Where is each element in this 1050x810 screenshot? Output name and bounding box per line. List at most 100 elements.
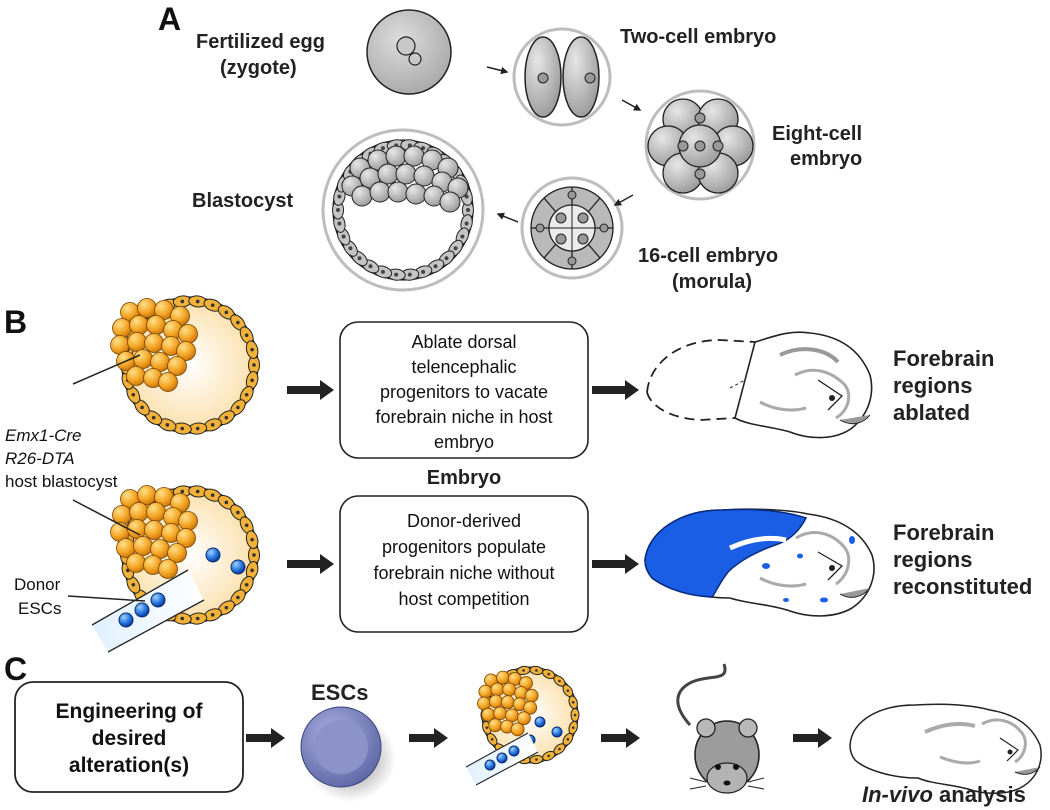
panel-a-arrows	[486, 66, 642, 223]
inner-cell-mass-cell	[439, 191, 461, 213]
zygote-label-1: Fertilized egg	[196, 31, 325, 53]
result-ablated-1: Forebrain	[893, 346, 994, 371]
donor-leader-line	[67, 595, 146, 602]
inner-cell-mass-cell	[387, 181, 409, 203]
brain-ablated-illustration	[646, 331, 873, 439]
morula-label-1: 16-cell embryo	[638, 245, 778, 267]
analysis-text: analysis	[933, 782, 1026, 807]
inner-cell-mass-cell	[403, 145, 425, 167]
ablation-text-2: telencephalic	[411, 357, 516, 377]
inner-cell-mass-cell	[385, 145, 407, 167]
panel-b-arrows	[287, 380, 639, 574]
engineering-text-3: alteration(s)	[69, 754, 189, 777]
inner-cell-mass-cell	[176, 341, 196, 361]
ablation-text-3: progenitors to vacate	[380, 382, 548, 402]
trophectoderm-nucleus	[236, 595, 240, 600]
inner-cell-mass-cell	[137, 485, 157, 505]
trophectoderm-nucleus	[244, 582, 249, 587]
trophectoderm-nucleus	[573, 713, 577, 717]
engineering-text-2: desired	[92, 727, 167, 750]
trophectoderm-nucleus	[224, 310, 229, 315]
repopulation-text-3: forebrain niche without	[373, 563, 554, 583]
inner-cell-mass-cell	[488, 694, 503, 709]
injection-pipette	[91, 569, 205, 653]
trophectoderm-nucleus	[535, 669, 538, 672]
trophectoderm-nucleus	[357, 256, 362, 261]
inner-cell-mass-cell	[351, 185, 373, 207]
trophectoderm-nucleus	[535, 758, 538, 761]
trophectoderm-nucleus	[464, 221, 469, 226]
host-label-1: Emx1-Cre	[5, 426, 82, 445]
trophectoderm-nucleus	[210, 613, 215, 617]
trophectoderm-nucleus	[250, 568, 254, 573]
inner-cell-mass-cell	[133, 349, 153, 369]
trophectoderm-nucleus	[180, 299, 185, 304]
trophectoderm-nucleus	[195, 426, 200, 431]
trophectoderm-nucleus	[336, 208, 340, 212]
trophectoderm-nucleus	[558, 679, 561, 683]
eight-cell-label-1: Eight-cell	[772, 123, 862, 145]
result-ablated-3: ablated	[893, 400, 970, 425]
two-cell-embryo-illustration	[512, 27, 612, 127]
inner-cell-mass-cell	[137, 298, 157, 318]
morula-illustration	[520, 176, 624, 280]
morula-label-2: (morula)	[672, 271, 752, 293]
trophectoderm-nucleus	[571, 701, 575, 704]
trophectoderm-nucleus	[566, 689, 570, 692]
zygote-label-2: (zygote)	[220, 57, 297, 79]
trophectoderm-nucleus	[165, 423, 170, 427]
brain-analysis-illustration	[849, 703, 1042, 794]
trophectoderm-nucleus	[244, 392, 249, 397]
trophectoderm-nucleus	[547, 672, 550, 676]
trophectoderm-nucleus	[453, 246, 458, 251]
trophectoderm-nucleus	[464, 194, 469, 199]
trophectoderm-nucleus	[571, 726, 575, 729]
inner-cell-mass-cell	[176, 528, 196, 548]
trophectoderm-nucleus	[460, 234, 465, 239]
trophectoderm-nucleus	[485, 726, 489, 729]
ablation-text-4: forebrain niche in host	[375, 407, 552, 427]
trophectoderm-nucleus	[180, 616, 185, 621]
inner-cell-mass-cell	[395, 163, 417, 185]
inner-cell-mass-cell	[167, 543, 187, 563]
inner-cell-mass-cell	[127, 519, 147, 539]
engineering-box	[14, 681, 244, 793]
host-label-3: host blastocyst	[5, 472, 118, 491]
inner-cell-mass-cell	[126, 553, 146, 573]
trophectoderm-nucleus	[380, 146, 385, 151]
inner-cell-mass-cell	[478, 684, 493, 699]
blastocyst-illustration	[321, 128, 485, 292]
trophectoderm-nucleus	[131, 392, 136, 397]
panel-b-letter: B	[4, 304, 27, 340]
trophectoderm-nucleus	[250, 378, 254, 383]
inner-cell-mass-cell	[167, 356, 187, 376]
eight-cell-embryo-illustration	[644, 89, 756, 201]
inner-cell-mass-cell	[413, 165, 435, 187]
repopulation-box	[339, 495, 589, 633]
inner-cell-mass-cell	[517, 711, 531, 726]
trophectoderm-nucleus	[244, 523, 249, 528]
result-reconstituted-3: reconstituted	[893, 574, 1032, 599]
trophectoderm-nucleus	[210, 303, 215, 307]
trophectoderm-nucleus	[380, 269, 385, 274]
trophectoderm-nucleus	[151, 415, 156, 420]
trophectoderm-nucleus	[236, 510, 240, 515]
inner-cell-mass-cell	[127, 332, 147, 352]
inner-cell-mass-cell	[158, 559, 178, 579]
panel-c-arrows	[246, 728, 832, 748]
trophectoderm-nucleus	[407, 272, 412, 277]
trophectoderm-nucleus	[466, 208, 470, 212]
trophectoderm-nucleus	[341, 234, 346, 239]
repopulation-text-1: Donor-derived	[407, 511, 521, 531]
inner-cell-mass-cell	[493, 706, 508, 721]
inner-cell-mass-cell	[369, 181, 391, 203]
inner-cell-mass-cell	[146, 315, 166, 335]
inner-cell-mass-cell	[377, 163, 399, 185]
inner-cell-mass-cell	[133, 536, 153, 556]
trophectoderm-nucleus	[522, 669, 525, 672]
donor-label-1: Donor	[14, 575, 61, 594]
injected-blastocyst-small	[465, 665, 580, 786]
trophectoderm-nucleus	[566, 738, 570, 741]
engineering-text-1: Engineering of	[56, 700, 204, 723]
